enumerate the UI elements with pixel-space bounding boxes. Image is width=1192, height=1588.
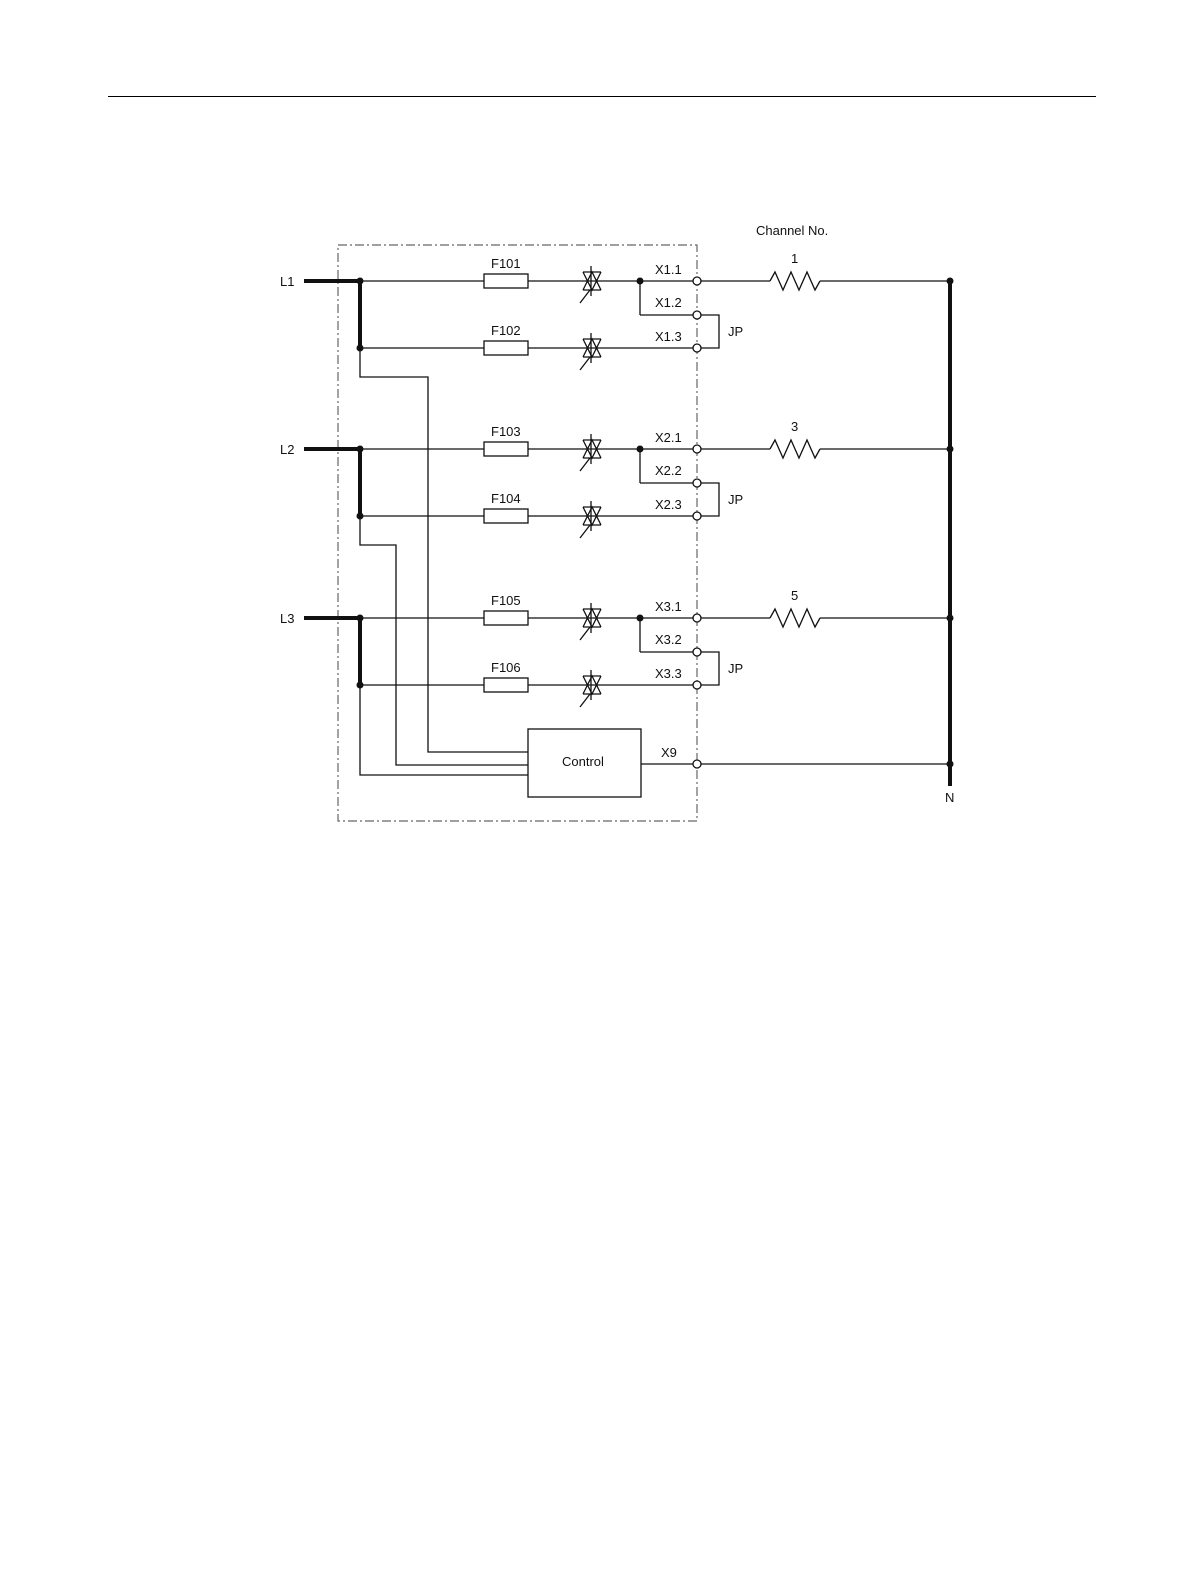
terminal-symbol	[693, 512, 701, 520]
neutral-label: N	[945, 790, 954, 805]
terminal-symbol	[693, 648, 701, 656]
control-supply-wires	[360, 348, 528, 775]
jumper-label: JP	[728, 492, 743, 507]
channel-header: Channel No.	[756, 223, 828, 238]
phase-label: L2	[280, 442, 294, 457]
triac-symbol	[580, 501, 601, 538]
fuse-label: F103	[491, 424, 521, 439]
terminal-symbol	[693, 445, 701, 453]
terminal-symbol	[693, 344, 701, 352]
terminal-symbol	[693, 479, 701, 487]
terminal-symbol	[693, 277, 701, 285]
fuse-label: F102	[491, 323, 521, 338]
phase-label: L3	[280, 611, 294, 626]
terminal-label: X1.2	[655, 295, 682, 310]
jumper-label: JP	[728, 324, 743, 339]
terminal-label: X3.1	[655, 599, 682, 614]
terminal-label: X2.1	[655, 430, 682, 445]
channel-label: 3	[791, 419, 798, 434]
terminal-symbol	[693, 614, 701, 622]
fuse-symbol	[484, 274, 528, 288]
fuse-symbol	[484, 611, 528, 625]
phase-group-1	[304, 266, 954, 370]
triac-symbol	[580, 670, 601, 707]
terminal-label: X1.1	[655, 262, 682, 277]
terminal-symbol	[693, 311, 701, 319]
channel-label: 5	[791, 588, 798, 603]
fuse-label: F104	[491, 491, 521, 506]
fuse-label: F106	[491, 660, 521, 675]
fuse-symbol	[484, 509, 528, 523]
terminal-symbol	[693, 681, 701, 689]
terminal-label: X2.2	[655, 463, 682, 478]
control-label: Control	[562, 754, 604, 769]
terminal-label: X3.3	[655, 666, 682, 681]
fuse-symbol	[484, 442, 528, 456]
channel-label: 1	[791, 251, 798, 266]
phase-group-3	[304, 603, 954, 707]
terminal-label: X1.3	[655, 329, 682, 344]
jumper-label: JP	[728, 661, 743, 676]
terminal-label: X2.3	[655, 497, 682, 512]
phase-group-2	[304, 434, 954, 538]
terminal-label: X3.2	[655, 632, 682, 647]
triac-symbol	[580, 266, 601, 303]
fuse-symbol	[484, 341, 528, 355]
phase-label: L1	[280, 274, 294, 289]
control-terminal-label: X9	[661, 745, 677, 760]
fuse-label: F101	[491, 256, 521, 271]
triac-symbol	[580, 333, 601, 370]
fuse-symbol	[484, 678, 528, 692]
fuse-label: F105	[491, 593, 521, 608]
triac-symbol	[580, 603, 601, 640]
triac-symbol	[580, 434, 601, 471]
terminal-symbol	[693, 760, 701, 768]
